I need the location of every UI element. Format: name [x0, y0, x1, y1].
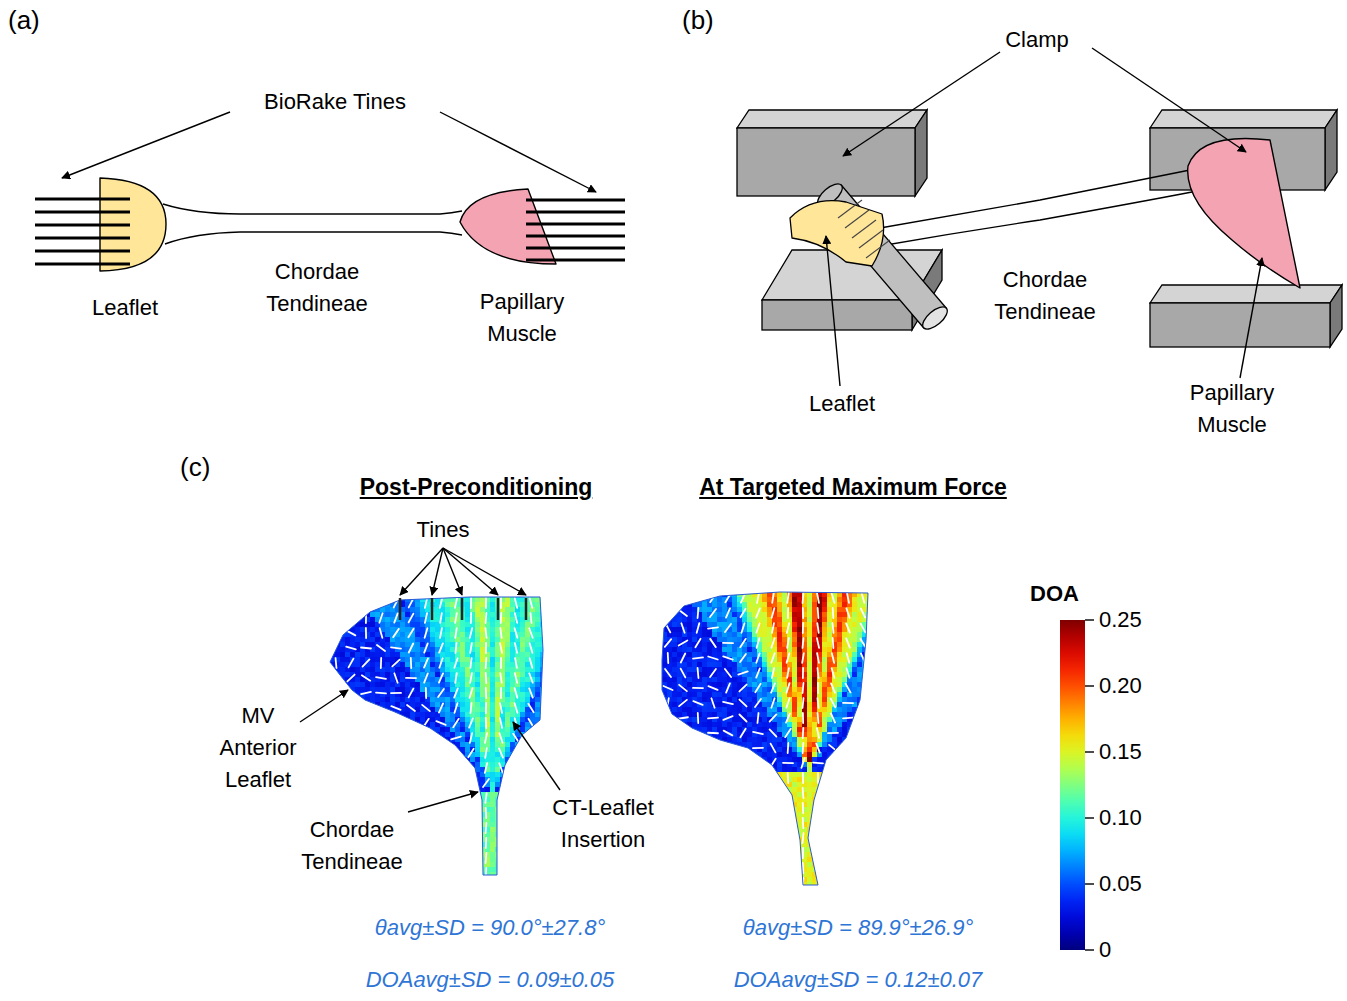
panel-title: Post-Preconditioning [360, 471, 593, 503]
wrap-line [852, 220, 876, 238]
rod-end [919, 303, 951, 333]
papillary-muscle-shape [1188, 138, 1300, 288]
specimen-outline [662, 592, 868, 885]
part-label: Papillary Muscle [458, 286, 586, 350]
color-bar-tick [1085, 685, 1094, 686]
biorake-tine [526, 223, 625, 226]
biorake-tine [35, 198, 130, 201]
color-bar-tick [1085, 883, 1094, 884]
biorake-tine [35, 224, 130, 227]
color-bar-tick [1085, 949, 1094, 950]
color-bar-tick-label: 0 [1099, 934, 1111, 966]
leader-arrow [1092, 48, 1246, 152]
panel-letter: (c) [180, 451, 210, 483]
color-bar-tick-label: 0.15 [1099, 736, 1142, 768]
panel-letter: (a) [8, 4, 40, 36]
color-bar-tick [1085, 751, 1094, 752]
part-label: BioRake Tines [264, 86, 406, 118]
wrap-line [859, 230, 883, 248]
biorake-tine [526, 235, 625, 238]
leader-arrow [400, 548, 443, 595]
leader-arrow [443, 548, 498, 595]
part-label: Leaflet [92, 292, 158, 324]
biorake-tine [526, 211, 625, 214]
part-label: DOA [1030, 578, 1079, 610]
tine-mark [431, 598, 434, 620]
biorake-tine [35, 263, 130, 266]
chordae-line [165, 232, 462, 244]
tine-mark [461, 598, 464, 620]
wrap-line [838, 200, 862, 218]
panel-title: At Targeted Maximum Force [699, 471, 1007, 503]
part-label: Leaflet [809, 388, 875, 420]
biorake-tine [35, 237, 130, 240]
color-bar-tick-label: 0.25 [1099, 604, 1142, 636]
part-label: Tines [417, 514, 470, 546]
tine-mark [399, 598, 402, 620]
leader-arrow [62, 112, 230, 178]
wrap-line [866, 240, 890, 258]
part-label: MV Anterior Leaflet [206, 700, 310, 796]
leader-arrow [1240, 258, 1262, 378]
part-label: CT-Leaflet Insertion [528, 792, 678, 856]
leader-arrow [440, 112, 596, 192]
color-bar [1060, 620, 1085, 950]
fiber-direction-dash [663, 593, 865, 888]
chordae-line [880, 170, 1190, 228]
leader-arrow [826, 236, 840, 386]
leader-arrow [443, 548, 526, 595]
biorake-tine [35, 250, 130, 253]
tine-mark [497, 598, 500, 620]
leader-arrow [300, 690, 348, 722]
part-label: Chordae Tendineae [286, 814, 418, 878]
statistic-text: θavg±SD = 90.0°±27.8° [375, 912, 605, 944]
biorake-tine [526, 247, 625, 250]
wrap-line [845, 210, 869, 228]
leader-arrow [443, 548, 462, 595]
doa-heatmap [662, 592, 873, 888]
chordae-line [880, 192, 1192, 246]
color-bar-tick-label: 0.10 [1099, 802, 1142, 834]
part-label: Clamp [1005, 24, 1069, 56]
color-bar-tick-label: 0.20 [1099, 670, 1142, 702]
color-bar-tick [1085, 817, 1094, 818]
biorake-tine [526, 259, 625, 262]
statistic-text: θavg±SD = 89.9°±26.9° [743, 912, 973, 944]
biorake-tine [526, 199, 625, 202]
part-label: Chordae Tendineae [251, 256, 383, 320]
statistic-text: DOAavg±SD = 0.09±0.05 [366, 964, 615, 996]
clamp-block [737, 110, 927, 196]
color-bar-tick [1085, 619, 1094, 620]
part-label: Papillary Muscle [1168, 377, 1296, 441]
leaflet-shape [790, 201, 884, 266]
leader-arrow [843, 52, 1000, 156]
biorake-tine [35, 211, 130, 214]
part-label: Chordae Tendineae [979, 264, 1111, 328]
leader-arrow [408, 792, 478, 812]
statistic-text: DOAavg±SD = 0.12±0.07 [734, 964, 983, 996]
leader-arrow [432, 548, 443, 595]
color-bar-tick-label: 0.05 [1099, 868, 1142, 900]
clamp-block [1150, 285, 1342, 347]
panel-letter: (b) [682, 4, 714, 36]
tine-mark [525, 598, 528, 620]
chordae-line [163, 204, 462, 214]
leader-arrow [513, 722, 560, 790]
